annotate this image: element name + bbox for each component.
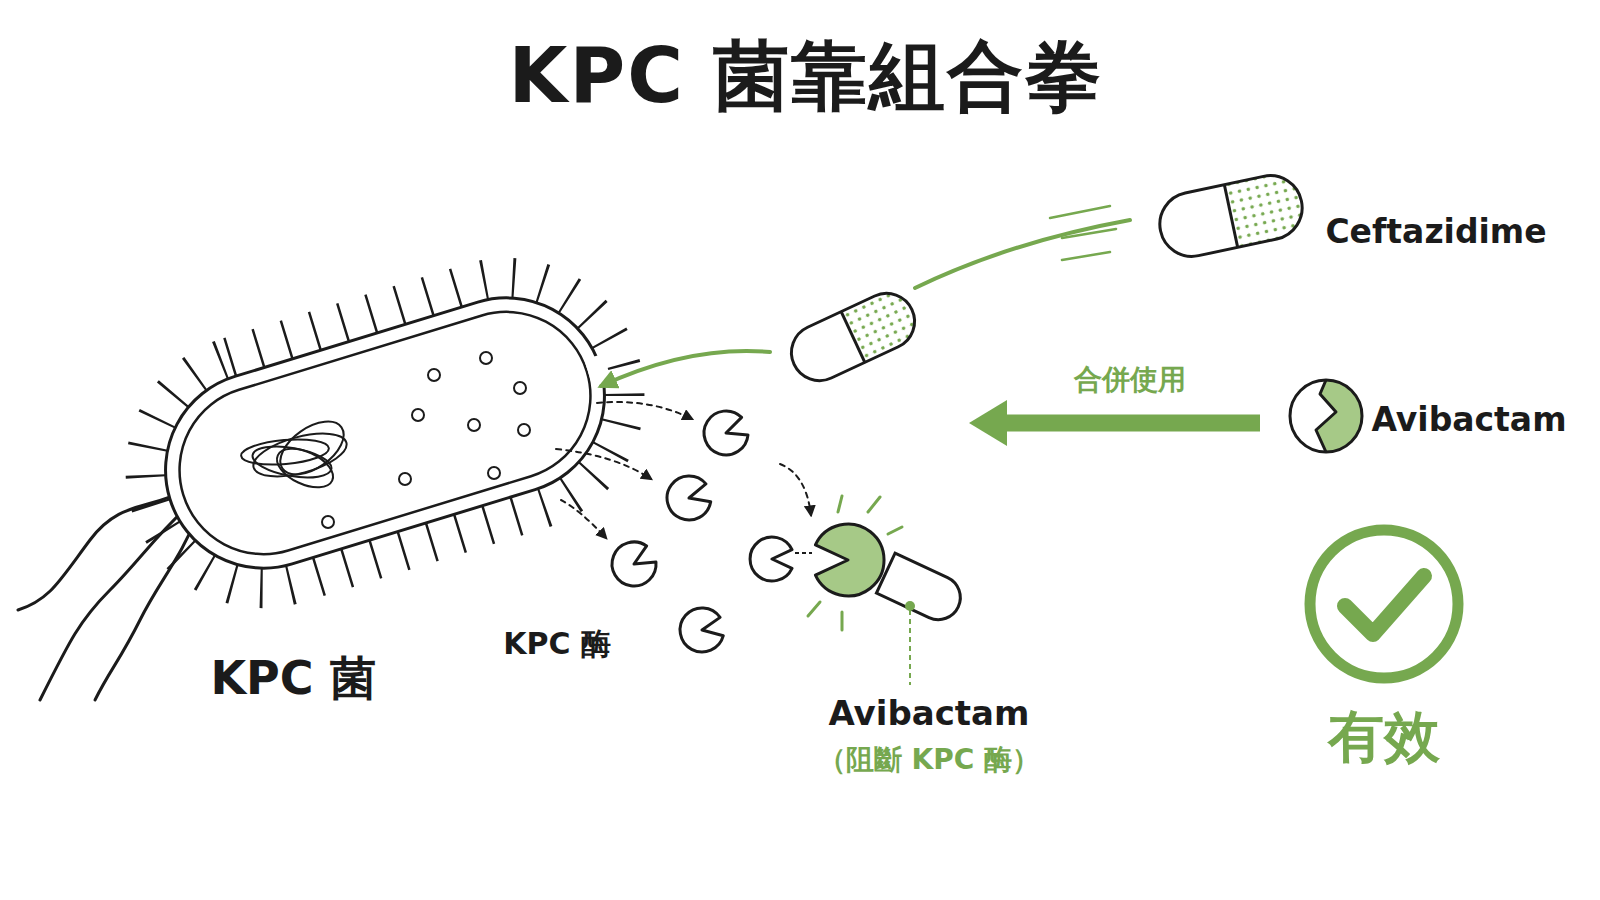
speed-lines	[1050, 206, 1116, 260]
capsule-outline	[1154, 170, 1308, 263]
node-label: （阻斷 KPC 酶）	[818, 745, 1040, 776]
arrow-head	[969, 400, 1007, 446]
thick-arrow	[969, 400, 1260, 446]
kpc-enzyme	[677, 605, 726, 656]
check-mark	[1345, 576, 1424, 634]
dna-loop	[271, 441, 339, 495]
burst-line	[808, 602, 820, 616]
connector-line	[556, 449, 651, 479]
ribosome	[514, 382, 526, 394]
connector	[556, 402, 692, 538]
node-label: Avibactam	[1371, 402, 1566, 438]
speed-line	[1050, 206, 1110, 218]
speed-line	[1062, 229, 1116, 238]
node-label: 有效	[1328, 706, 1440, 768]
node-label: KPC 菌	[210, 653, 375, 704]
burst-line	[841, 612, 844, 630]
edge-label: 合併使用	[1074, 361, 1186, 399]
capsule-half	[841, 284, 924, 362]
leader-dot	[905, 601, 915, 611]
capsule-seam	[1224, 185, 1237, 248]
check-circle	[1310, 530, 1458, 678]
enzymes	[604, 405, 792, 655]
blocked-enzyme	[795, 496, 968, 685]
ribosome	[468, 419, 480, 431]
cell-membrane	[159, 291, 612, 575]
capsule-outline	[782, 284, 923, 390]
leader-line	[909, 610, 911, 685]
speed-line	[1062, 252, 1110, 260]
check-symbol	[1310, 530, 1458, 678]
kpc-enzyme	[662, 472, 714, 525]
kpc-enzyme	[698, 405, 752, 461]
avibactam-pill	[1290, 380, 1362, 452]
flagella	[18, 490, 200, 700]
pill-notch	[1316, 380, 1336, 452]
ribosome	[322, 516, 334, 528]
ceftazidime-capsule	[782, 284, 923, 390]
ribosome	[518, 424, 530, 436]
connector-line	[915, 220, 1130, 288]
kpc-enzyme	[750, 537, 792, 581]
ribosome	[412, 409, 424, 421]
arrow-shaft	[1003, 415, 1260, 432]
diagram-title: KPC 菌靠組合拳	[509, 26, 1104, 129]
bacterium	[116, 249, 654, 618]
pill-half	[1316, 380, 1362, 452]
dna-loop	[250, 441, 334, 482]
dna-loop	[249, 425, 351, 485]
dna-loop	[240, 436, 330, 468]
burst-line	[838, 496, 842, 512]
inhibited-enzyme	[815, 524, 884, 596]
result-node: 有效	[1295, 515, 1475, 780]
cell-wall	[141, 273, 629, 592]
burst-line	[888, 527, 902, 534]
pill-body	[1290, 380, 1362, 452]
connector-line	[561, 500, 606, 538]
connector-line	[601, 351, 770, 386]
binding-dash	[795, 552, 812, 554]
connector	[601, 220, 1130, 386]
connector	[780, 464, 811, 515]
ceftazidime-node: Ceftazidime	[1130, 165, 1580, 275]
blocked-enzyme-node: Avibactam （阻斷 KPC 酶）	[790, 480, 1050, 790]
node-label: Avibactam	[829, 695, 1030, 732]
ceftazidime-capsule	[1154, 170, 1308, 263]
ribosome	[399, 473, 411, 485]
flagellum	[18, 490, 185, 610]
membrane-gap	[584, 354, 612, 389]
flagellum	[95, 510, 200, 700]
dna-loop	[271, 411, 353, 485]
avibactam-half	[876, 553, 967, 627]
ribosomes	[322, 352, 530, 528]
kpc-enzyme	[604, 535, 662, 594]
connector-line	[597, 402, 692, 419]
connector-line	[780, 464, 811, 515]
ribosome	[480, 352, 492, 364]
burst-line	[868, 497, 880, 512]
enzyme-group: KPC 酶	[495, 405, 755, 670]
pill-outline	[1290, 380, 1362, 452]
dna-coil	[240, 411, 353, 495]
node-label: KPC 酶	[503, 627, 611, 660]
capsule-body	[1154, 170, 1308, 263]
ribosome	[428, 369, 440, 381]
capsule-seam	[841, 312, 865, 363]
burst-lines	[808, 496, 902, 630]
ribosome	[488, 467, 500, 479]
flagellum	[40, 500, 195, 700]
capsule-body	[782, 284, 923, 390]
pili	[116, 249, 654, 618]
avibactam-node: Avibactam	[1270, 370, 1580, 465]
node-label: Ceftazidime	[1325, 214, 1546, 250]
